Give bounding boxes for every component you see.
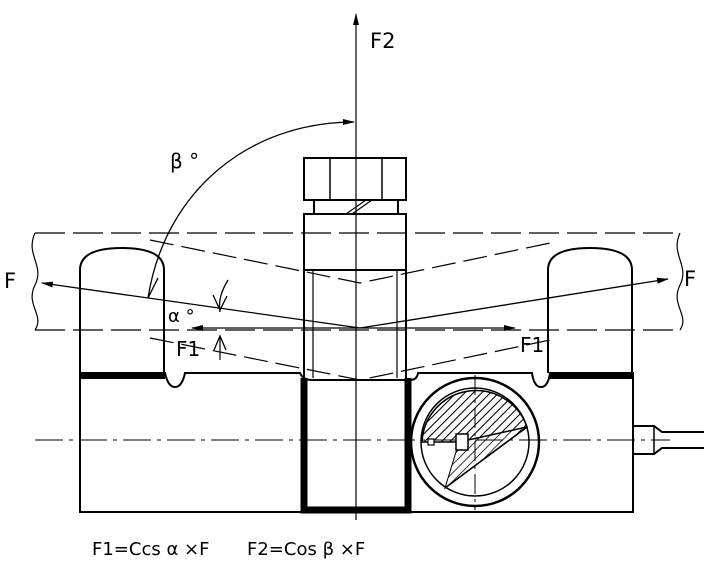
force-f-right-arrow (359, 277, 669, 329)
beta-angle-arc (147, 119, 355, 299)
right-post (547, 246, 633, 373)
f2-label: F2 (370, 29, 395, 53)
f-left-label: F (4, 269, 16, 293)
f1-formula: F1=Ccs α ×F (92, 539, 209, 560)
cable-deflected-outline (149, 239, 551, 381)
f2-formula: F2=Cos β ×F (247, 539, 365, 560)
load-cell-body (35, 372, 670, 514)
left-post (79, 246, 165, 373)
beta-label: β ° (170, 149, 199, 173)
f-right-label: F (684, 267, 696, 291)
gauge-circle (409, 375, 541, 510)
f1-right-label: F1 (520, 333, 544, 357)
alpha-label: α ° (168, 306, 195, 327)
cable-connector (633, 425, 704, 455)
center-pin (303, 157, 407, 378)
cable-straight-outline (31, 232, 684, 331)
f1-left-label: F1 (176, 337, 200, 361)
force-f-left-arrow (41, 281, 361, 329)
